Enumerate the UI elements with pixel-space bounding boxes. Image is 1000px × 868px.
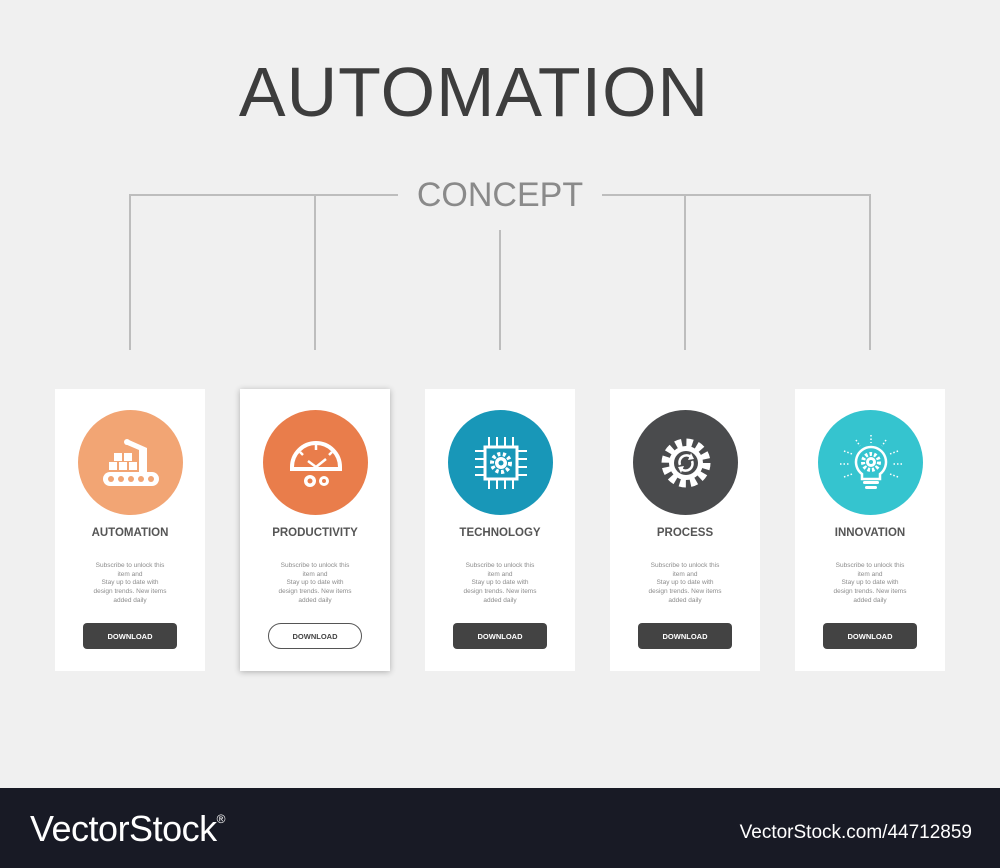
download-button[interactable]: DOWNLOAD [268, 623, 362, 649]
card-label: AUTOMATION [91, 527, 169, 539]
connector-lines [129, 194, 871, 350]
circle-technology [448, 410, 553, 515]
circle-productivity [263, 410, 368, 515]
card-description: Subscribe to unlock this item and Stay u… [833, 562, 907, 604]
card-process: PROCESS Subscribe to unlock this item an… [610, 389, 760, 671]
circle-process [633, 410, 738, 515]
download-button[interactable]: DOWNLOAD [83, 623, 177, 649]
card-label: PROCESS [656, 527, 714, 539]
download-button[interactable]: DOWNLOAD [823, 623, 917, 649]
card-description: Subscribe to unlock this item and Stay u… [278, 562, 352, 604]
card-label: INNOVATION [834, 527, 906, 539]
page-subtitle: CONCEPT [416, 176, 584, 214]
circle-innovation [818, 410, 923, 515]
card-description: Subscribe to unlock this item and Stay u… [648, 562, 722, 604]
circle-automation [78, 410, 183, 515]
image-id-link[interactable]: VectorStock.com/44712859 [739, 822, 972, 843]
brand-logo[interactable]: VectorStock® [30, 808, 225, 850]
page-title: AUTOMATION [238, 53, 710, 131]
gauge-gears-icon [289, 440, 342, 487]
card-label: PRODUCTIVITY [272, 527, 358, 539]
card-label: TECHNOLOGY [459, 527, 541, 539]
footer-bar: VectorStock® VectorStock.com/44712859 [0, 788, 1000, 868]
card-description: Subscribe to unlock this item and Stay u… [463, 562, 537, 604]
chip-gear-icon [474, 436, 527, 489]
card-automation: AUTOMATION Subscribe to unlock this item… [55, 389, 205, 671]
conveyor-robot-icon [102, 438, 159, 486]
gear-cycle-icon [661, 438, 710, 487]
brand-name: VectorStock [30, 808, 217, 849]
card-innovation: INNOVATION Subscribe to unlock this item… [795, 389, 945, 671]
card-productivity: PRODUCTIVITY Subscribe to unlock this it… [240, 389, 390, 671]
lightbulb-gear-icon [839, 434, 902, 489]
download-button[interactable]: DOWNLOAD [453, 623, 547, 649]
download-button[interactable]: DOWNLOAD [638, 623, 732, 649]
registered-mark: ® [216, 812, 226, 826]
card-description: Subscribe to unlock this item and Stay u… [93, 562, 167, 604]
card-technology: TECHNOLOGY Subscribe to unlock this item… [425, 389, 575, 671]
